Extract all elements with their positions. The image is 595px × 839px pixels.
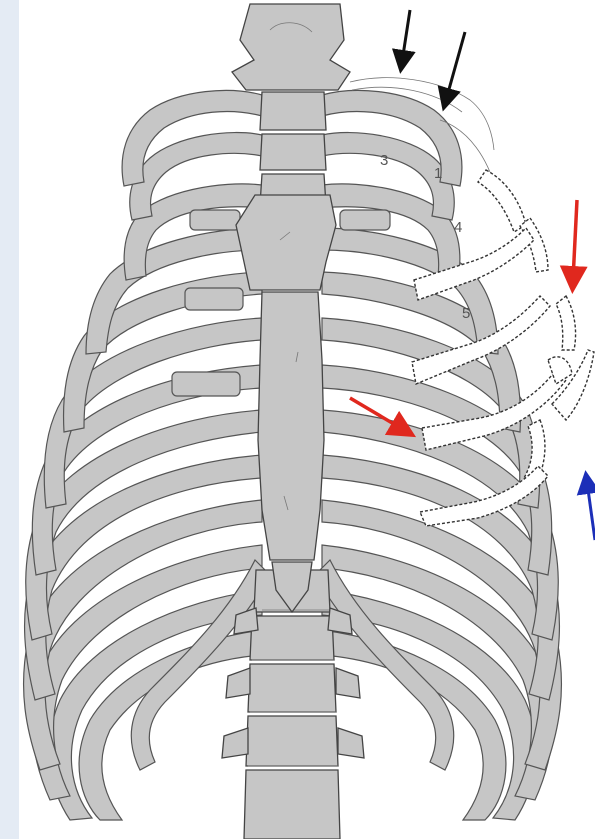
arrow-black-2 bbox=[446, 32, 465, 100]
rib-label-4: 4 bbox=[454, 219, 462, 236]
arrow-black-1 bbox=[402, 10, 410, 62]
arrow-blue bbox=[587, 482, 595, 540]
rib-label-3: 3 bbox=[380, 152, 388, 169]
arrow-red-top bbox=[573, 200, 577, 280]
rib-label-5: 5 bbox=[462, 305, 470, 322]
rib-label-1: 1 bbox=[434, 165, 442, 182]
